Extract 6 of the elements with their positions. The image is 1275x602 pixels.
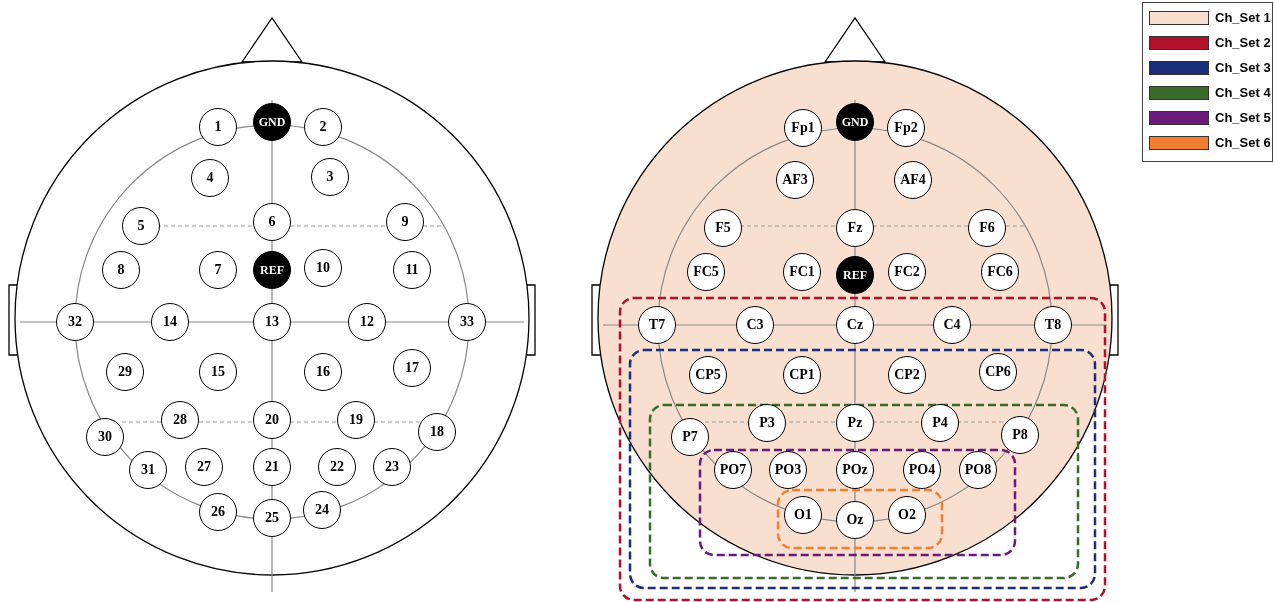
legend-label: Ch_Set 5 <box>1215 110 1271 125</box>
legend-label: Ch_Set 3 <box>1215 60 1271 75</box>
legend-label: Ch_Set 2 <box>1215 35 1271 50</box>
legend-label: Ch_Set 1 <box>1215 10 1271 25</box>
legend-label: Ch_Set 4 <box>1215 85 1271 100</box>
legend-label: Ch_Set 6 <box>1215 135 1271 150</box>
